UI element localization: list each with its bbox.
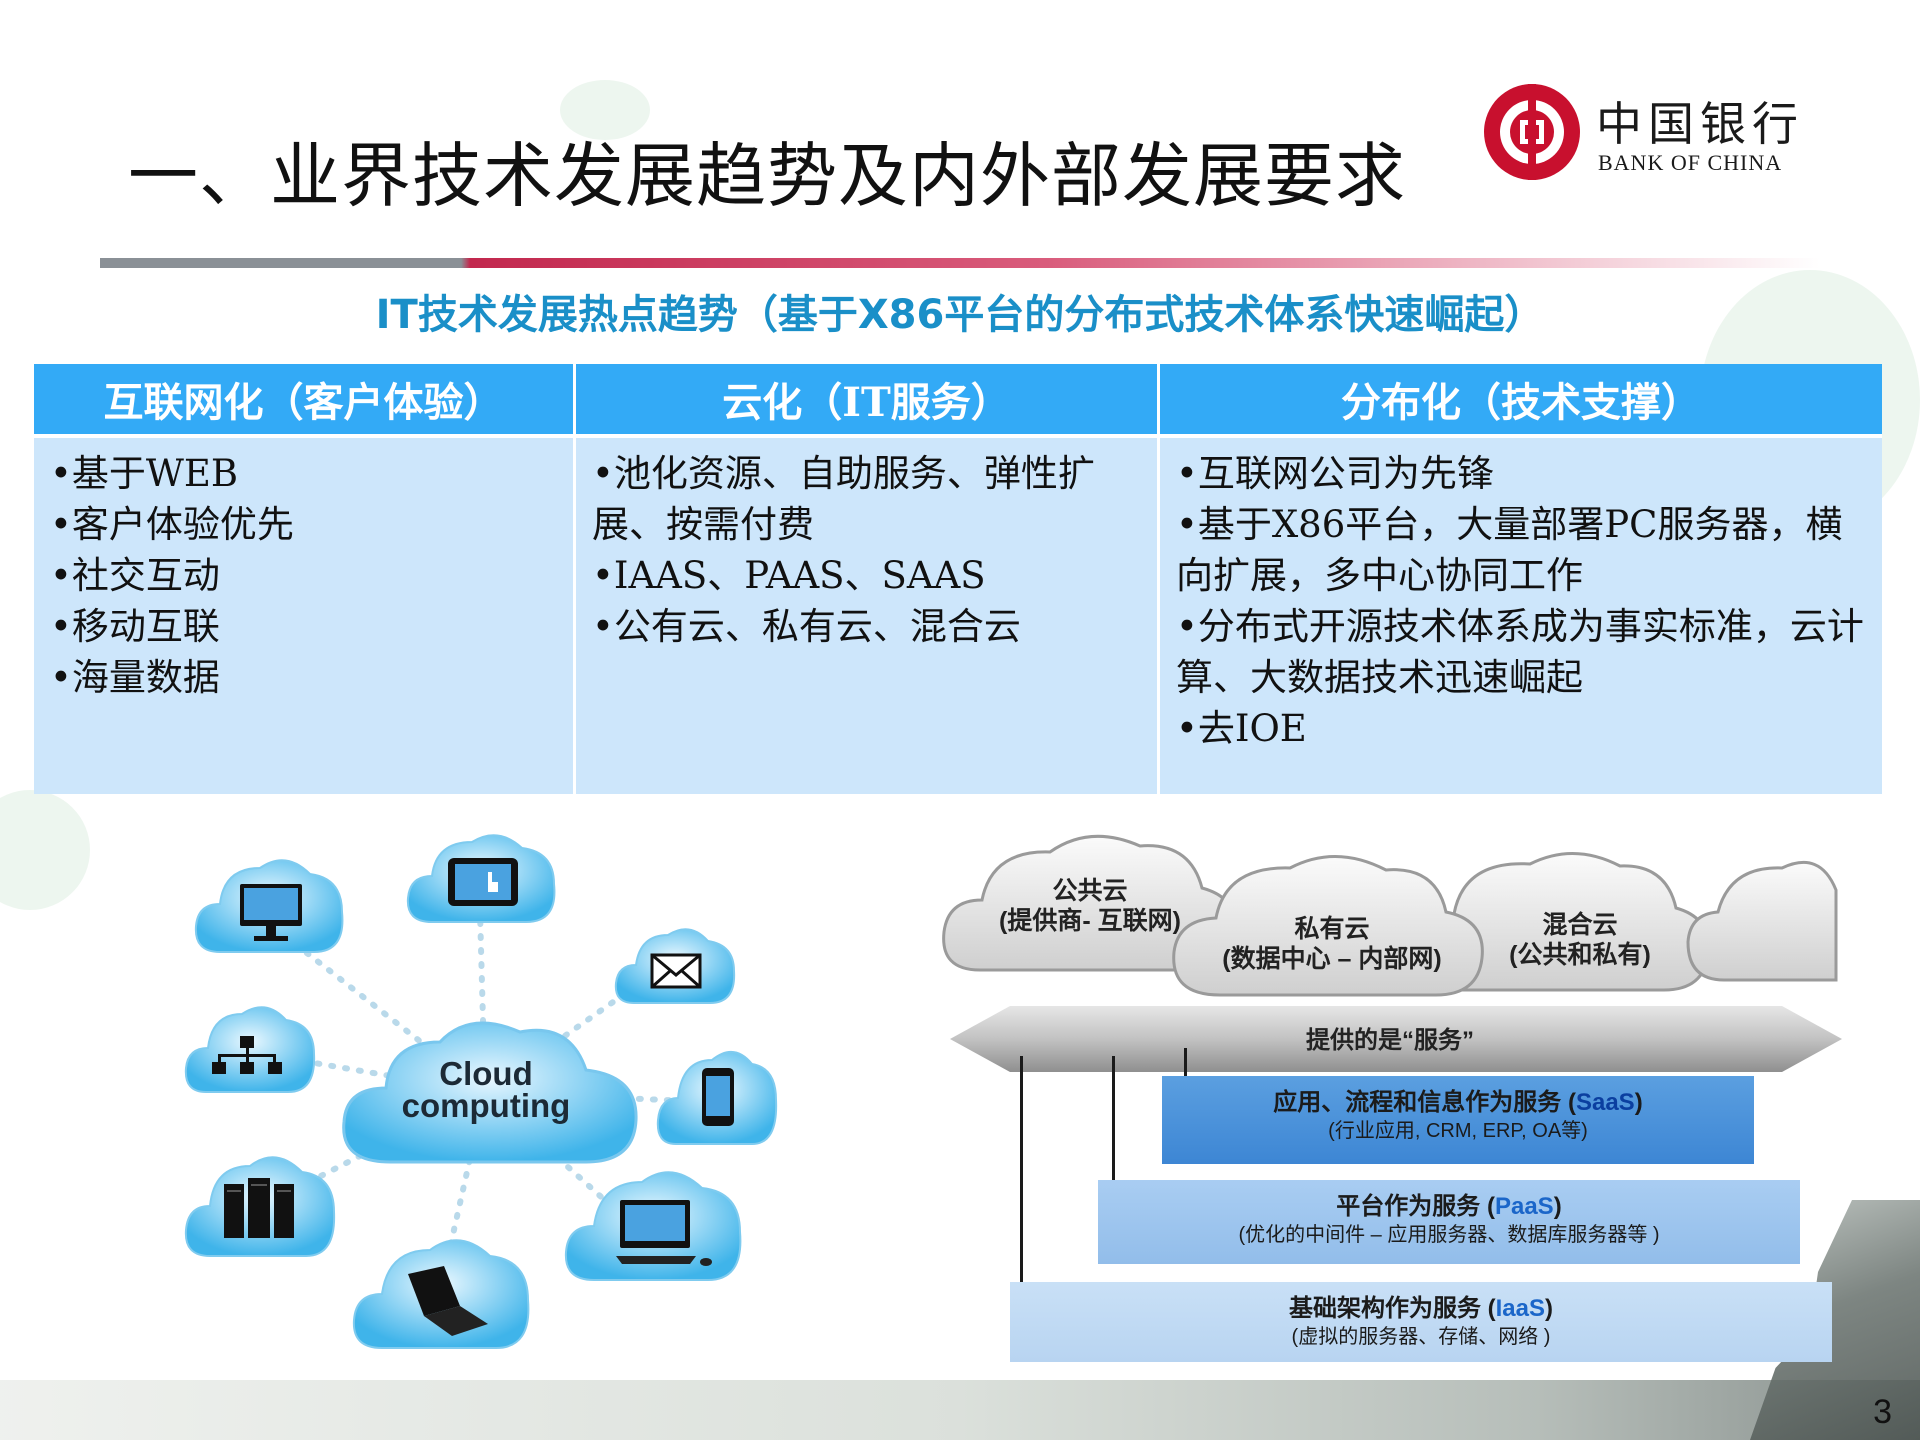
list-item: •社交互动 [50,554,220,597]
connector-line [1184,1048,1187,1078]
server-icon [224,1178,294,1238]
background-footer-band [0,1380,1920,1440]
page-title: 一、业界技术发展趋势及内外部发展要求 [128,135,1406,217]
desktop-cloud [560,1152,750,1292]
service-arrow-band [950,1006,1842,1072]
service-band-label: 提供的是“服务” [1306,1027,1474,1054]
list-item: •移动互联 [50,605,220,648]
center-cloud [330,1002,650,1182]
connector-line [1020,1056,1023,1282]
hybrid-cloud-label: 混合云 (公共和私有) [1509,911,1651,969]
desktop-icon [616,1200,712,1266]
saas-layer: 应用、流程和信息作为服务 (SaaS) (行业应用, CRM, ERP, OA等… [1162,1076,1754,1164]
background-decoration [0,790,90,910]
tablet-cloud [402,822,562,932]
phone-icon [702,1068,734,1126]
trend-table: 互联网化（客户体验） 云化（IT服务） 分布化（技术支撑） •基于WEB •客户… [34,364,1882,794]
list-item: •IAAS、PAAS、SAAS [592,554,986,597]
list-item: •公有云、私有云、混合云 [592,605,1021,648]
monitor-icon [240,884,302,941]
page-number: 3 [1873,1393,1892,1431]
network-icon [212,1036,282,1074]
cloud-computing-illustration: Cloud computing [180,822,800,1362]
list-item: •基于X86平台，大量部署PC服务器，横向扩展，多中心协同工作 [1176,503,1843,597]
list-item: •海量数据 [50,656,220,699]
laptop-cloud [348,1220,538,1360]
network-cloud [180,992,320,1102]
public-cloud-label: 公共云 (提供商- 互联网) [999,877,1181,935]
list-item: •分布式开源技术体系成为事实标准，云计算、大数据技术迅速崛起 [1176,605,1864,699]
connector-line [1112,1056,1115,1180]
tablet-icon [448,858,518,906]
table-header-internet: 互联网化（客户体验） [34,364,576,438]
paas-layer: 平台作为服务 (PaaS) (优化的中间件 – 应用服务器、数据库服务器等 ) [1098,1180,1800,1264]
cloud-types-graphic [942,834,1838,997]
mail-icon [650,953,702,989]
logo-chinese-name: 中国银行 [1596,97,1804,151]
private-cloud-label: 私有云 (数据中心 – 内部网) [1222,915,1442,973]
phone-cloud [652,1034,782,1154]
list-item: •基于WEB [50,452,239,495]
table-header-cloud: 云化（IT服务） [576,364,1160,438]
table-header-distributed: 分布化（技术支撑） [1160,364,1882,438]
bank-of-china-emblem-icon [1484,84,1580,180]
list-item: •去IOE [1176,707,1307,750]
table-cell-internet: •基于WEB •客户体验优先 •社交互动 •移动互联 •海量数据 [34,438,576,794]
server-cloud [180,1138,340,1268]
list-item: •客户体验优先 [50,503,294,546]
background-decoration [560,80,650,140]
bank-of-china-logo: 中国银行 BANK OF CHINA [1484,84,1804,180]
section-subtitle: IT技术发展热点趋势（基于X86平台的分布式技术体系快速崛起） [375,292,1545,338]
cloud-service-diagram: 公共云 (提供商- 互联网) 私有云 (数据中心 – 内部网) 混合云 (公共和… [940,820,1842,1365]
table-cell-distributed: •互联网公司为先锋 •基于X86平台，大量部署PC服务器，横向扩展，多中心协同工… [1160,438,1882,794]
monitor-cloud [190,844,350,964]
header-divider [100,258,1820,268]
list-item: •池化资源、自助服务、弹性扩展、按需付费 [592,452,1095,546]
logo-english-name: BANK OF CHINA [1598,150,1783,175]
table-cell-cloud: •池化资源、自助服务、弹性扩展、按需付费 •IAAS、PAAS、SAAS •公有… [576,438,1160,794]
laptop-icon [408,1266,488,1336]
list-item: •互联网公司为先锋 [1176,452,1494,495]
mail-cloud [610,917,740,1012]
cloud-computing-label: Cloud computing [401,1055,571,1124]
iaas-layer: 基础架构作为服务 (IaaS) (虚拟的服务器、存储、网络 ) [1010,1282,1832,1362]
